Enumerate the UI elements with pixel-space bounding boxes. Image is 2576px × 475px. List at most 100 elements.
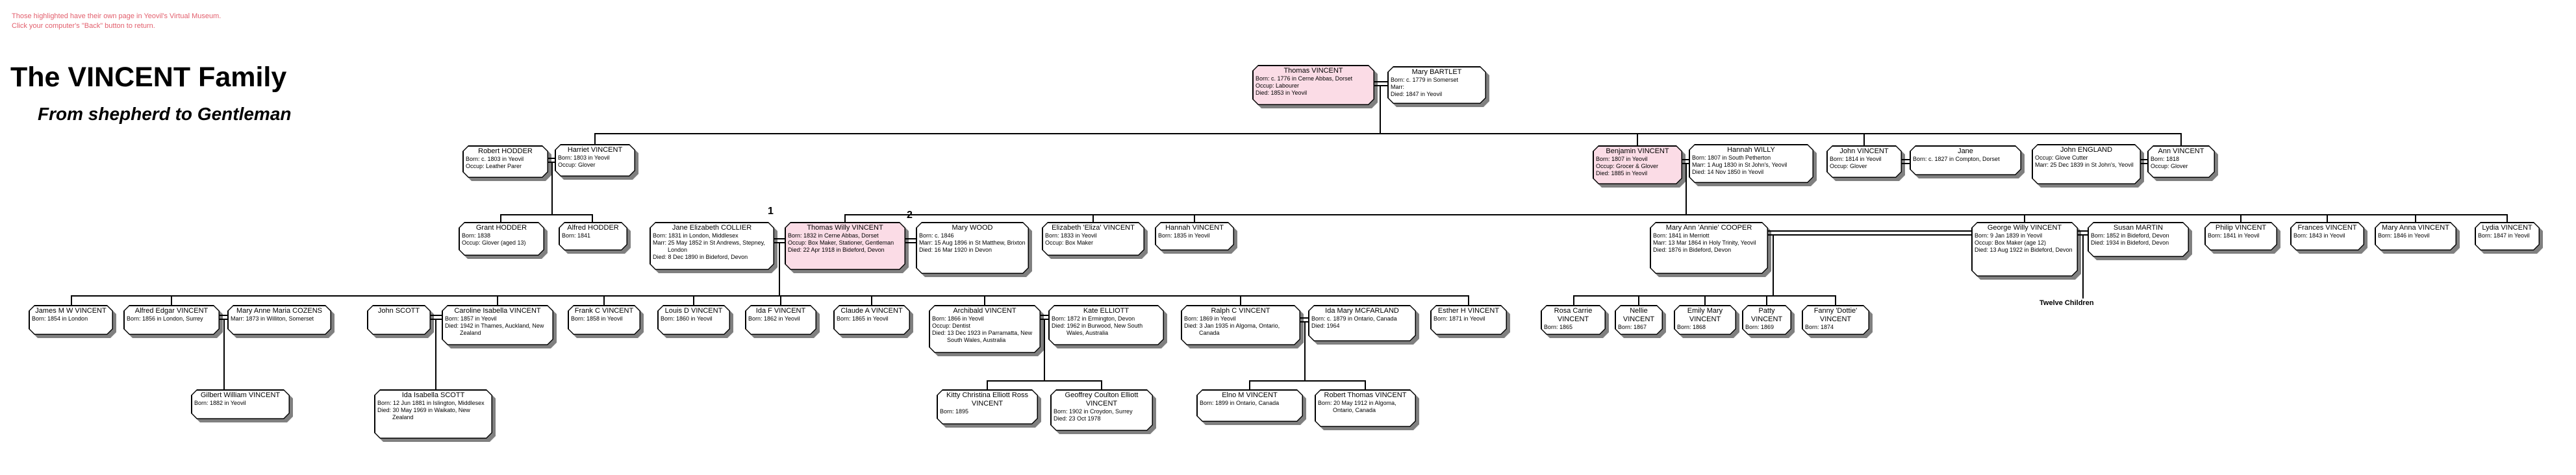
- box-fill: [1052, 391, 1152, 430]
- person-name: Gilbert William VINCENT: [200, 391, 281, 399]
- connector-line: [71, 295, 72, 305]
- person-detail: Died: 8 Dec 1890 in Bideford, Devon: [653, 254, 748, 260]
- person-detail: Born: 1838: [462, 232, 491, 239]
- connector-line: [1240, 295, 1241, 305]
- connector-line: [1835, 295, 1836, 305]
- connector-line: [2078, 234, 2088, 236]
- person-name: John SCOTT: [377, 307, 420, 315]
- person-detail: Died: 13 Dec 1923 in Parramatta, New Sou…: [932, 330, 1033, 343]
- person-detail: Died: 1962 in Burwood, New South Wales, …: [1052, 323, 1143, 336]
- connector-line: [2082, 236, 2084, 298]
- person-name: Louis D VINCENT: [664, 307, 723, 315]
- person-detail: Died: 1942 in Thames, Auckland, New Zeal…: [445, 323, 544, 336]
- box-fill: [938, 391, 1037, 424]
- person-name: Elno M VINCENT: [1222, 391, 1278, 399]
- box-fill: [1828, 147, 1901, 177]
- person-detail: Born: 1874: [1805, 324, 1834, 330]
- box-fill: [192, 391, 289, 419]
- connector-line: [1092, 214, 1094, 222]
- connector-line: [1682, 163, 1690, 164]
- connector-line: [2415, 214, 2416, 222]
- connector-line: [1374, 85, 1387, 86]
- connector-line: [500, 214, 593, 215]
- box-fill: [2033, 145, 2140, 184]
- box-fill: [659, 306, 729, 334]
- connector-line: [1300, 321, 1309, 323]
- box-fill: [2206, 223, 2277, 250]
- connector-line: [2327, 214, 2328, 222]
- box-fill: [125, 306, 219, 334]
- person-name: Susan MARTIN: [2113, 224, 2164, 232]
- person-detail: Born: 1843 in Yeovil: [2293, 232, 2345, 239]
- box-fill: [1911, 147, 2021, 175]
- connector-line: [1863, 133, 1865, 145]
- person-name: George Willy VINCENT: [1987, 224, 2062, 232]
- person-name: Lydia VINCENT: [2482, 224, 2532, 232]
- connector-line: [2141, 163, 2149, 164]
- person-name: Rosa Carrie VINCENT: [1554, 307, 1593, 323]
- connector-line: [2078, 230, 2088, 232]
- connector-line: [71, 295, 1469, 297]
- person-detail: Born: 1841 in Yeovil: [2208, 232, 2260, 239]
- box-fill: [746, 306, 816, 334]
- person-name: Alfred HODDER: [567, 224, 619, 232]
- connector-line: [548, 162, 556, 163]
- person-name: Mary Anna VINCENT: [2382, 224, 2449, 232]
- person-name: Fanny 'Dottie' VINCENT: [1813, 307, 1858, 323]
- person-name: Patty VINCENT: [1750, 307, 1783, 323]
- person-detail: Occup: Box Maker, Stationer, Gentleman: [788, 239, 894, 246]
- person-detail: Born: 1871 in Yeovil: [1433, 315, 1485, 322]
- box-fill: [786, 223, 905, 269]
- connector-line: [780, 295, 781, 305]
- connector-line: [987, 380, 988, 389]
- connector-line: [1768, 234, 1972, 236]
- person-detail: Born: 1841: [562, 232, 591, 239]
- connector-line: [548, 158, 556, 159]
- person-detail: Born: 1814 in Yeovil: [1830, 156, 1882, 162]
- person-detail: Born: 1862 in Yeovil: [748, 315, 800, 322]
- person-detail: Died: 1885 in Yeovil: [1596, 170, 1648, 177]
- person-name: Archibald VINCENT: [953, 307, 1017, 315]
- person-name: Ida Mary MCFARLAND: [1325, 307, 1399, 315]
- connector-line: [1638, 295, 1639, 305]
- twelve-children-label: Twelve Children: [2039, 299, 2094, 307]
- person-name: Grant HODDER: [475, 224, 527, 232]
- person-name: Thomas Willy VINCENT: [807, 224, 883, 232]
- person-detail: Born: 1818: [2151, 156, 2180, 162]
- person-detail: Born: c. 1879 in Ontario, Canada: [1311, 315, 1397, 322]
- connector-line: [603, 295, 605, 305]
- museum-note-line1: Those highlighted have their own page in…: [12, 12, 221, 20]
- person-detail: Occup: Glover: [1830, 163, 1867, 169]
- box-fill: [835, 306, 909, 334]
- connector-line: [1249, 380, 1250, 389]
- person-detail: Born: 1841 in Merriott: [1653, 232, 1710, 239]
- connector-line: [871, 295, 872, 305]
